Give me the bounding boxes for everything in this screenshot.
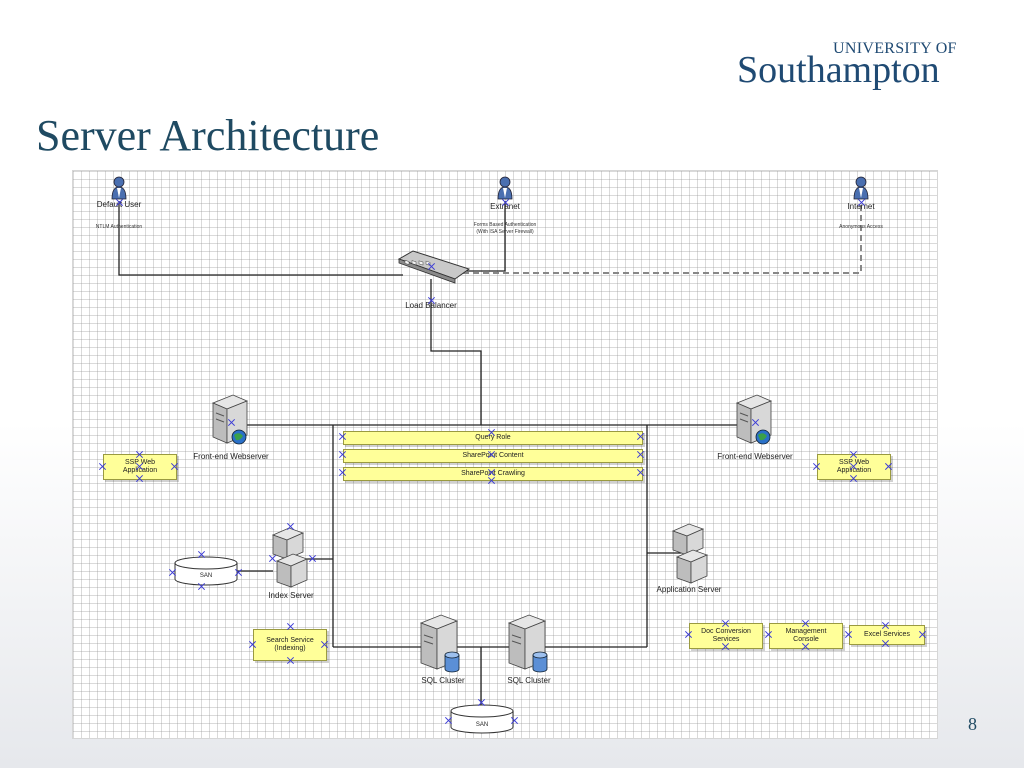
ssp-right-line2: Application	[836, 467, 872, 474]
san-bottom-label: SAN	[475, 722, 489, 728]
index-server-icon	[271, 527, 309, 588]
extranet-user-icon	[497, 176, 513, 200]
connection-marker	[228, 419, 235, 426]
default-user-icon	[111, 176, 127, 200]
excel-services-label: Excel Services	[864, 630, 910, 638]
frontend-server-left-icon	[211, 394, 249, 445]
connection-marker	[752, 419, 759, 426]
query-role-label: Query Role	[475, 433, 511, 441]
connection-marker	[813, 463, 820, 470]
connection-marker	[488, 469, 495, 476]
connection-marker	[428, 297, 435, 304]
connection-marker	[235, 569, 242, 576]
connection-marker	[99, 463, 106, 470]
application-server-icon	[671, 523, 709, 584]
internet-label: Internet	[847, 202, 875, 211]
application-server-label: Application Server	[656, 585, 722, 594]
frontend-server-right-icon	[735, 394, 773, 445]
connection-marker	[339, 469, 346, 476]
extranet-auth-line2: (With ISA Server Firewall)	[476, 229, 534, 235]
connection-marker	[136, 463, 143, 470]
connection-marker	[339, 451, 346, 458]
page-number: 8	[968, 714, 977, 734]
sql-cluster-right-label: SQL Cluster	[507, 676, 551, 685]
connection-marker	[136, 451, 143, 458]
connection-marker	[287, 523, 294, 530]
connection-marker	[321, 641, 328, 648]
connection-marker	[309, 555, 316, 562]
connection-marker	[171, 463, 178, 470]
connection-marker	[850, 463, 857, 470]
connection-lines	[118, 201, 862, 707]
connection-marker	[249, 641, 256, 648]
university-logo: UNIVERSITY OF Southampton	[735, 38, 995, 98]
slide-title: Server Architecture	[36, 111, 380, 160]
connection-marker	[685, 631, 692, 638]
sql-cluster-right-icon	[507, 614, 548, 673]
connection-marker	[511, 717, 518, 724]
connection-marker	[488, 451, 495, 458]
internet-user-icon	[853, 176, 869, 200]
connection-marker	[116, 199, 123, 206]
connection-marker	[428, 263, 435, 270]
frontend-server-left-label: Front-end Webserver	[193, 452, 269, 461]
connection-marker	[765, 631, 772, 638]
search-service-line1: Search Service	[266, 636, 314, 644]
connection-marker	[287, 657, 294, 664]
sql-cluster-left-label: SQL Cluster	[421, 676, 465, 685]
connection-marker	[882, 640, 889, 647]
connection-marker	[488, 477, 495, 484]
connection-marker	[269, 555, 276, 562]
connection-marker	[136, 475, 143, 482]
doc-conversion-line2: Services	[712, 636, 740, 643]
connection-marker	[488, 429, 495, 436]
search-service-line2: (Indexing)	[274, 645, 306, 652]
extranet-auth-line1: Forms Based Authentication	[473, 222, 537, 228]
connection-marker	[502, 199, 509, 206]
frontend-server-right-label: Front-end Webserver	[717, 452, 793, 461]
connection-marker	[885, 463, 892, 470]
management-console-line1: Management	[785, 627, 827, 635]
connection-marker	[445, 717, 452, 724]
internet-auth: Anonymous Access	[839, 224, 883, 230]
san-top-icon	[174, 556, 238, 586]
logo-university-of: UNIVERSITY OF	[833, 40, 957, 57]
logo-southampton: Southampton	[737, 49, 940, 91]
connection-marker	[722, 643, 729, 650]
connection-marker	[919, 631, 926, 638]
connection-marker	[478, 699, 485, 706]
connection-marker	[850, 451, 857, 458]
connection-marker	[845, 631, 852, 638]
default-user-auth: NTLM Authentication	[95, 224, 143, 230]
connection-marker	[637, 469, 644, 476]
architecture-diagram: Default User NTLM Authentication Extrane…	[72, 170, 938, 739]
connection-marker	[198, 551, 205, 558]
connection-marker	[858, 199, 865, 206]
connection-marker	[637, 433, 644, 440]
san-top-label: SAN	[199, 573, 213, 579]
ssp-left-line2: Application	[122, 467, 158, 474]
index-server-label: Index Server	[268, 591, 314, 600]
connection-marker	[722, 620, 729, 627]
san-bottom-icon	[450, 704, 514, 734]
doc-conversion-line1: Doc Conversion	[701, 627, 751, 635]
sql-cluster-left-icon	[419, 614, 460, 673]
connection-marker	[339, 433, 346, 440]
connection-marker	[802, 620, 809, 627]
load-balancer-label: Load Balancer	[405, 301, 457, 310]
connection-marker	[802, 643, 809, 650]
connection-marker	[637, 451, 644, 458]
connection-marker	[882, 622, 889, 629]
extranet-label: Extranet	[490, 202, 520, 211]
connection-marker	[198, 583, 205, 590]
management-console-line2: Console	[793, 636, 819, 643]
connection-marker	[169, 569, 176, 576]
connection-marker	[287, 623, 294, 630]
connection-marker	[850, 475, 857, 482]
